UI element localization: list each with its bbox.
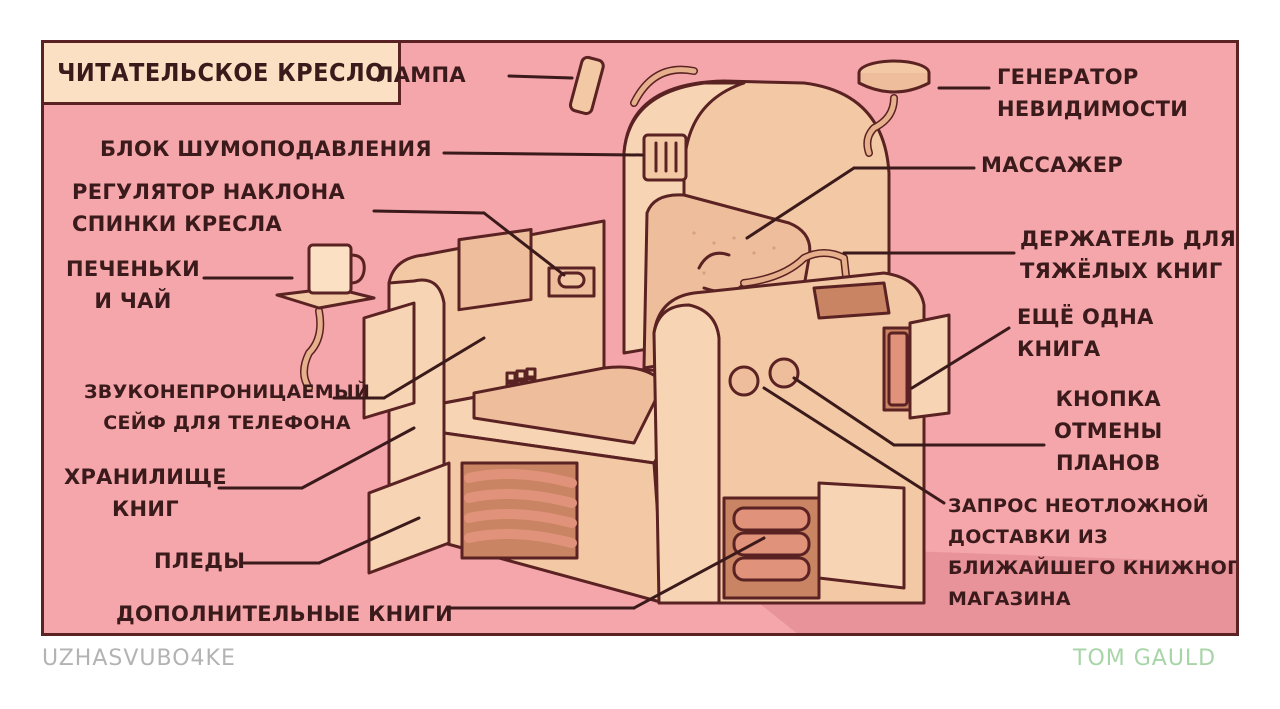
label-cookies: ПЕЧЕНЬКИ И ЧАЙ [66,253,200,317]
label-one-more-book: ЕЩЁ ОДНА КНИГА [1017,301,1154,365]
label-safe-line1: ЗВУКОНЕПРОНИЦАЕМЫЙ [84,381,371,403]
label-delivery-line3: БЛИЖАЙШЕГО КНИЖНОГО [948,557,1239,579]
label-extra-books: ДОПОЛНИТЕЛЬНЫЕ КНИГИ [116,602,453,626]
leader-lines [202,74,1046,610]
label-safe: ЗВУКОНЕПРОНИЦАЕМЫЙ СЕЙФ ДЛЯ ТЕЛЕФОНА [84,377,370,439]
watermark-left: UZHASVUBO4KE [42,646,236,671]
label-holder-line2: ТЯЖЁЛЫХ КНИГ [1020,259,1223,283]
label-blankets: ПЛЕДЫ [154,549,246,573]
label-invisibility-line1: ГЕНЕРАТОР [997,65,1139,89]
label-holder: ДЕРЖАТЕЛЬ ДЛЯ ТЯЖЁЛЫХ КНИГ [1020,223,1236,287]
label-invisibility: ГЕНЕРАТОР НЕВИДИМОСТИ [997,61,1188,125]
label-storage: ХРАНИЛИЩЕ КНИГ [64,461,227,525]
label-cancel-line1: КНОПКА [1055,387,1161,411]
label-cancel-line3: ПЛАНОВ [1056,451,1161,475]
label-delivery-line1: ЗАПРОС НЕОТЛОЖНОЙ [948,495,1209,517]
chair-illustration [275,55,1236,633]
label-lamp: ЛАМПА [376,63,466,87]
label-delivery-line2: ДОСТАВКИ ИЗ [948,526,1108,548]
label-noise-block: БЛОК ШУМОПОДАВЛЕНИЯ [100,137,432,161]
label-cookies-line1: ПЕЧЕНЬКИ [66,257,200,281]
comic-panel: ЧИТАТЕЛЬСКОЕ КРЕСЛО [41,40,1239,636]
label-holder-line1: ДЕРЖАТЕЛЬ ДЛЯ [1020,227,1237,251]
label-one-more-line2: КНИГА [1017,337,1101,361]
label-delivery-line4: МАГАЗИНА [948,588,1071,610]
label-storage-line1: ХРАНИЛИЩЕ [64,465,227,489]
label-massager: МАССАЖЕР [981,153,1124,177]
label-recline-line2: СПИНКИ КРЕСЛА [72,212,283,236]
label-recline-line1: РЕГУЛЯТОР НАКЛОНА [72,180,346,204]
page-title: ЧИТАТЕЛЬСКОЕ КРЕСЛО [57,58,385,87]
label-storage-line2: КНИГ [111,497,179,521]
label-invisibility-line2: НЕВИДИМОСТИ [997,97,1189,121]
label-cancel-button: КНОПКА ОТМЕНЫ ПЛАНОВ [1054,383,1163,479]
label-cancel-line2: ОТМЕНЫ [1054,419,1163,443]
label-safe-line2: СЕЙФ ДЛЯ ТЕЛЕФОНА [103,412,351,434]
label-cookies-line2: И ЧАЙ [94,289,172,313]
author-signature: TOM GAULD [1073,646,1217,671]
label-delivery: ЗАПРОС НЕОТЛОЖНОЙ ДОСТАВКИ ИЗ БЛИЖАЙШЕГО… [948,491,1239,615]
label-recline: РЕГУЛЯТОР НАКЛОНА СПИНКИ КРЕСЛА [72,176,345,240]
title-box: ЧИТАТЕЛЬСКОЕ КРЕСЛО [44,43,401,105]
label-one-more-line1: ЕЩЁ ОДНА [1017,305,1154,329]
